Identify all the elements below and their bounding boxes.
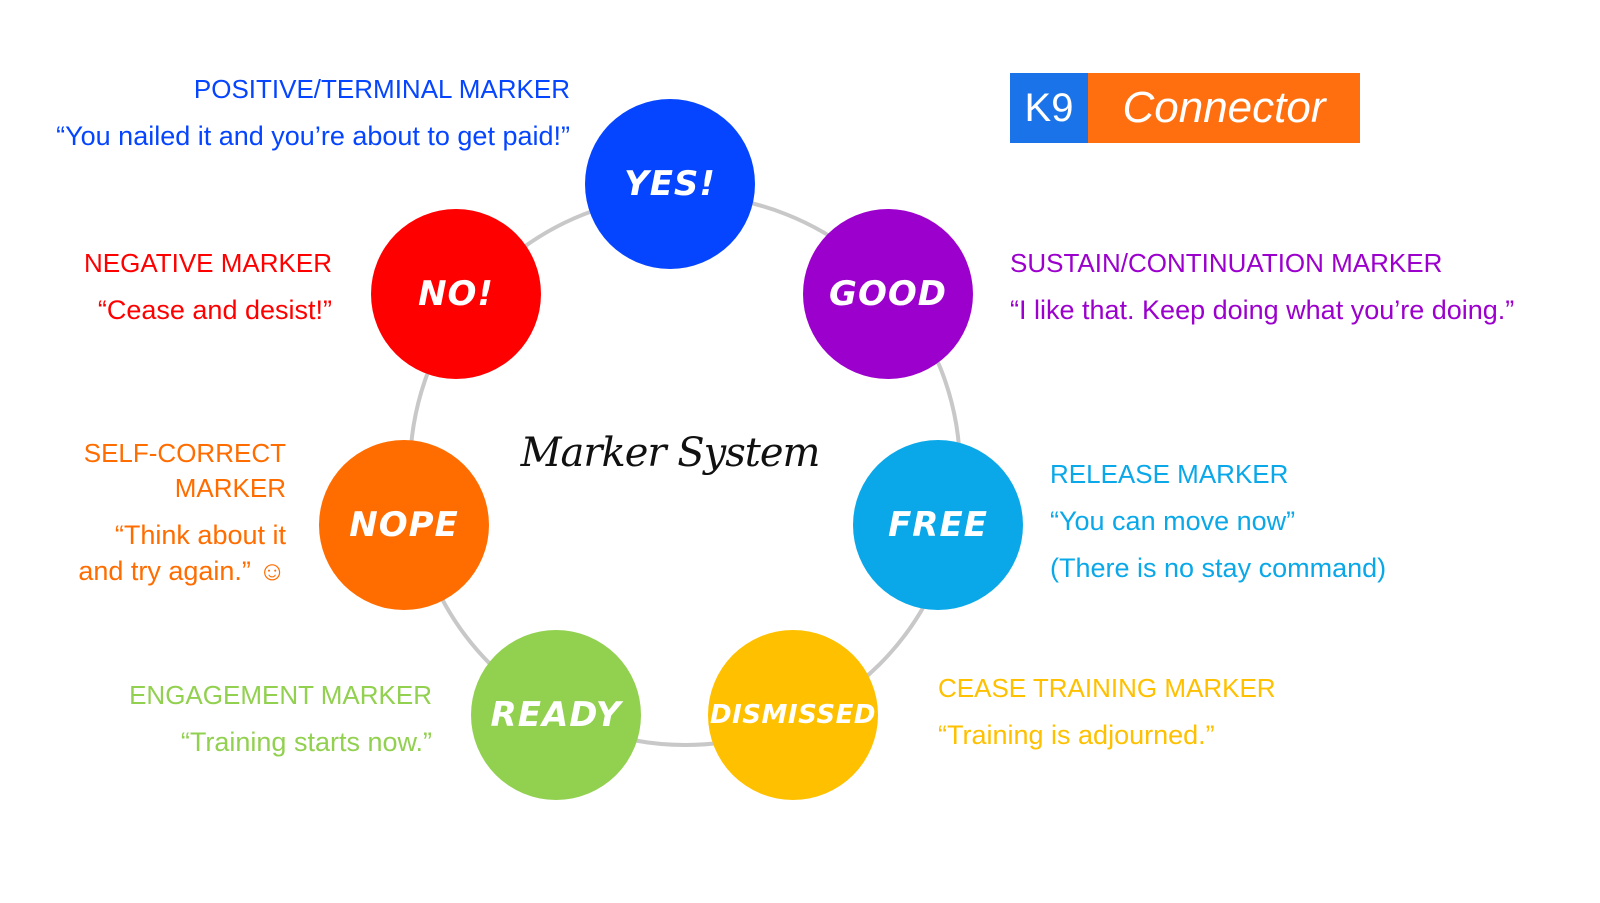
nope-marker-circle: NOPE xyxy=(319,440,489,610)
yes-marker-title: POSITIVE/TERMINAL MARKER xyxy=(193,74,570,104)
nope-marker-description: SELF-CORRECT MARKER “Think about it and … xyxy=(16,436,286,589)
dismissed-marker-quote: “Training is adjourned.” xyxy=(938,720,1215,750)
yes-marker-quote: “You nailed it and you’re about to get p… xyxy=(56,121,570,151)
good-marker-quote: “I like that. Keep doing what you’re doi… xyxy=(1010,295,1515,325)
no-marker-quote: “Cease and desist!” xyxy=(97,295,332,325)
free-marker-note: (There is no stay command) xyxy=(1050,553,1387,583)
logo-connector: Connector xyxy=(1088,73,1360,143)
no-marker-circle: NO! xyxy=(371,209,541,379)
k9-connector-logo: K9 Connector xyxy=(1010,73,1360,143)
yes-marker-circle: YES! xyxy=(585,99,755,269)
nope-marker-quote: “Think about it and try again.” ☺ xyxy=(78,520,286,586)
no-marker-title: NEGATIVE MARKER xyxy=(83,248,332,278)
no-marker-description: NEGATIVE MARKER “Cease and desist!” xyxy=(12,246,332,328)
good-marker-title: SUSTAIN/CONTINUATION MARKER xyxy=(1010,248,1443,278)
dismissed-marker-title: CEASE TRAINING MARKER xyxy=(938,673,1276,703)
ready-marker-circle: READY xyxy=(471,630,641,800)
dismissed-marker-circle: DISMISSED xyxy=(708,630,878,800)
free-marker-quote: “You can move now” xyxy=(1050,506,1296,536)
ready-marker-quote: “Training starts now.” xyxy=(180,727,432,757)
dismissed-marker-description: CEASE TRAINING MARKER “Training is adjou… xyxy=(938,671,1438,753)
yes-marker-description: POSITIVE/TERMINAL MARKER “You nailed it … xyxy=(10,72,570,154)
ready-marker-title: ENGAGEMENT MARKER xyxy=(129,680,432,710)
center-title: Marker System xyxy=(520,430,821,476)
logo-k9: K9 xyxy=(1010,73,1088,143)
free-marker-circle: FREE xyxy=(853,440,1023,610)
good-marker-circle: GOOD xyxy=(803,209,973,379)
good-marker-description: SUSTAIN/CONTINUATION MARKER “I like that… xyxy=(1010,246,1590,328)
free-marker-description: RELEASE MARKER “You can move now” (There… xyxy=(1050,457,1550,586)
free-marker-title: RELEASE MARKER xyxy=(1050,459,1289,489)
nope-marker-title: SELF-CORRECT MARKER xyxy=(83,438,286,503)
ready-marker-description: ENGAGEMENT MARKER “Training starts now.” xyxy=(32,678,432,760)
